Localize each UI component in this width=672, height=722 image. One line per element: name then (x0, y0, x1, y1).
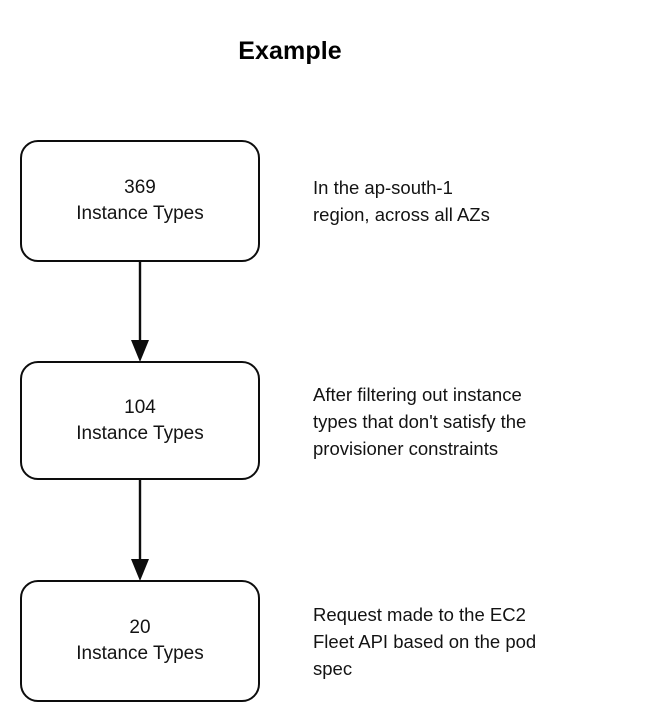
flow-node-3: 20 Instance Types (20, 580, 260, 702)
flow-node-2-label: Instance Types (76, 422, 204, 444)
arrow-down-icon (131, 260, 149, 362)
connector-arrow-2 (116, 478, 164, 582)
flow-node-2-count: 104 (124, 396, 156, 418)
flow-node-3-label: Instance Types (76, 643, 204, 664)
flow-node-1-count: 369 (124, 177, 156, 198)
flow-node-2: 104 Instance Types (20, 361, 260, 480)
flow-node-1: 369 Instance Types (20, 140, 260, 262)
annotation-2: After filtering out instance types that … (313, 384, 527, 459)
annotation-3: Request made to the EC2 Fleet API based … (313, 604, 537, 679)
page-title: Example (238, 37, 342, 65)
annotation-1: In the ap-south-1 region, across all AZs (313, 177, 490, 225)
flow-node-1-label: Instance Types (76, 203, 204, 224)
connector-arrow-1 (116, 260, 164, 363)
flow-node-3-count: 20 (129, 617, 151, 638)
arrow-down-icon (131, 478, 149, 581)
